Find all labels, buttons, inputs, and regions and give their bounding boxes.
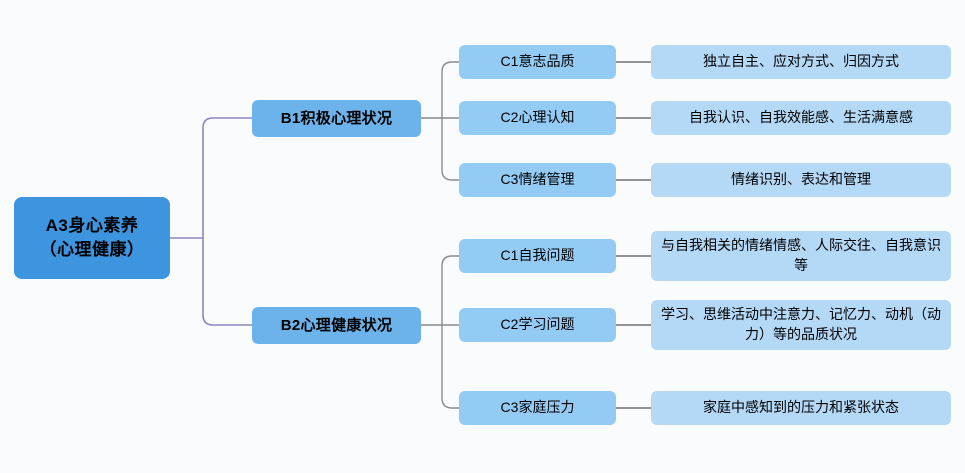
node-b1-c3-label: C3情绪管理: [500, 171, 575, 188]
connector-b1-to-c1: [441, 61, 459, 118]
node-b2-c2[interactable]: C2学习问题: [459, 308, 616, 342]
connector-b2-to-c1: [441, 255, 459, 325]
node-b2-c3[interactable]: C3家庭压力: [459, 391, 616, 425]
node-b1-label: B1积极心理状况: [280, 109, 393, 127]
node-b2[interactable]: B2心理健康状况: [252, 307, 421, 344]
node-b2-c1-label: C1自我问题: [500, 247, 575, 264]
node-b2-label: B2心理健康状况: [280, 316, 393, 334]
desc-b2-c1-text: 与自我相关的情绪情感、人际交往、自我意识等: [661, 237, 941, 273]
node-b1-c1[interactable]: C1意志品质: [459, 45, 616, 79]
desc-b1-c1-text: 独立自主、应对方式、归因方式: [703, 53, 899, 70]
connector-b1-to-c3: [441, 118, 459, 181]
desc-b2-c2-text: 学习、思维活动中注意力、记忆力、动机（动力）等的品质状况: [661, 306, 941, 342]
desc-b2-c1[interactable]: 与自我相关的情绪情感、人际交往、自我意识等: [651, 231, 951, 281]
desc-b1-c3-text: 情绪识别、表达和管理: [731, 171, 871, 188]
node-root-a3[interactable]: A3身心素养 （心理健康）: [14, 197, 170, 279]
node-root-label-line2: （心理健康）: [39, 240, 145, 259]
node-b1-c1-label: C1意志品质: [500, 53, 575, 70]
connector-root-to-b2: [202, 238, 252, 326]
node-b1-c2-label: C2心理认知: [500, 109, 575, 126]
node-b1-c3[interactable]: C3情绪管理: [459, 163, 616, 197]
node-b2-c1[interactable]: C1自我问题: [459, 239, 616, 273]
connector-b2-to-c3: [441, 325, 459, 409]
desc-b1-c2-text: 自我认识、自我效能感、生活满意感: [689, 109, 913, 126]
node-b1-c2[interactable]: C2心理认知: [459, 101, 616, 135]
node-root-label-line1: A3身心素养: [45, 215, 139, 235]
desc-b2-c3-text: 家庭中感知到的压力和紧张状态: [703, 399, 899, 416]
desc-b2-c2[interactable]: 学习、思维活动中注意力、记忆力、动机（动力）等的品质状况: [651, 300, 951, 350]
desc-b1-c3[interactable]: 情绪识别、表达和管理: [651, 163, 951, 197]
node-b2-c3-label: C3家庭压力: [500, 399, 575, 416]
desc-b1-c1[interactable]: 独立自主、应对方式、归因方式: [651, 45, 951, 79]
desc-b2-c3[interactable]: 家庭中感知到的压力和紧张状态: [651, 391, 951, 425]
desc-b1-c2[interactable]: 自我认识、自我效能感、生活满意感: [651, 101, 951, 135]
node-b1[interactable]: B1积极心理状况: [252, 100, 421, 137]
node-b2-c2-label: C2学习问题: [500, 316, 575, 333]
connector-root-to-b1: [202, 117, 252, 238]
